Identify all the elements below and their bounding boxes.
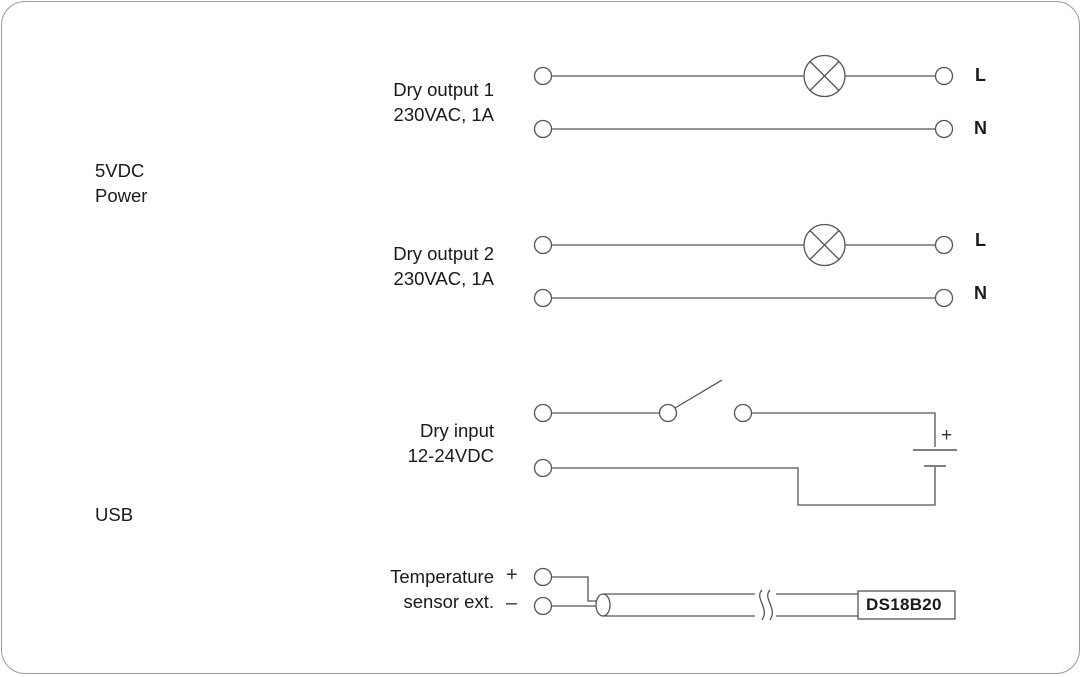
battery-plus-sign: + [941, 425, 953, 446]
power-label-line1: 5VDC [95, 160, 145, 181]
dry-input-terminal-node [533, 458, 553, 478]
temp-sensor-terminal-node [533, 596, 553, 616]
dry-output-2-rating: 230VAC, 1A [393, 268, 494, 289]
dry-output-1-label: Dry output 1 230VAC, 1A [393, 77, 494, 127]
cable-icon [595, 589, 858, 621]
dry-output-1-terminal-node [934, 119, 954, 139]
switch-icon [658, 379, 753, 423]
temp-sensor-label: Temperature sensor ext. [390, 564, 494, 614]
usb-label: USB [95, 504, 134, 525]
dry-output-1-rating: 230VAC, 1A [393, 104, 494, 125]
dry-output-1-terminal-node [533, 119, 553, 139]
dry-output-2-terminal-node [533, 288, 553, 308]
dry-input-wire-bottom [552, 467, 936, 506]
power-label-line2: Power [95, 185, 148, 206]
temp-sensor-terminal-node [533, 567, 553, 587]
dry-output-1-terminal-node [934, 66, 954, 86]
ds18b20-chip [857, 590, 956, 620]
dry-input-range: 12-24VDC [407, 445, 494, 466]
temp-sensor-title: Temperature [390, 566, 494, 587]
dry-output-1-terminal-n: N [974, 118, 987, 138]
temp-plus-sign: + [506, 564, 518, 586]
dry-input-label: Dry input 12-24VDC [408, 418, 494, 468]
dry-output-1-title: Dry output 1 [393, 79, 494, 100]
lamp-icon [803, 54, 846, 98]
dry-output-2-terminal-node [934, 288, 954, 308]
dry-input-circuit [533, 379, 957, 506]
power-label: 5VDC Power [95, 158, 147, 208]
dry-output-2-label: Dry output 2 230VAC, 1A [393, 241, 494, 291]
temp-sensor-wire-plus [552, 576, 605, 602]
dry-output-2-title: Dry output 2 [393, 243, 494, 264]
dry-output-2-terminal-l: L [975, 230, 986, 250]
temp-sensor-circuit [533, 567, 956, 621]
dry-input-wire-top-right [752, 412, 936, 447]
dry-output-2-terminal-n: N [974, 283, 987, 303]
dry-output-1-circuit [533, 54, 954, 139]
dry-output-2-circuit [533, 223, 954, 308]
lamp-icon [803, 223, 846, 267]
temp-minus-sign: – [506, 592, 518, 614]
dry-output-2-terminal-node [533, 235, 553, 255]
dry-input-terminal-node [533, 403, 553, 423]
dry-output-2-terminal-node [934, 235, 954, 255]
dry-output-1-terminal-node [533, 66, 553, 86]
dry-output-1-terminal-l: L [975, 65, 986, 85]
dry-input-title: Dry input [419, 420, 494, 441]
battery-icon [913, 449, 957, 467]
ds18b20-chip-label: DS18B20 [866, 595, 942, 614]
temp-sensor-subtitle: sensor ext. [403, 591, 495, 612]
